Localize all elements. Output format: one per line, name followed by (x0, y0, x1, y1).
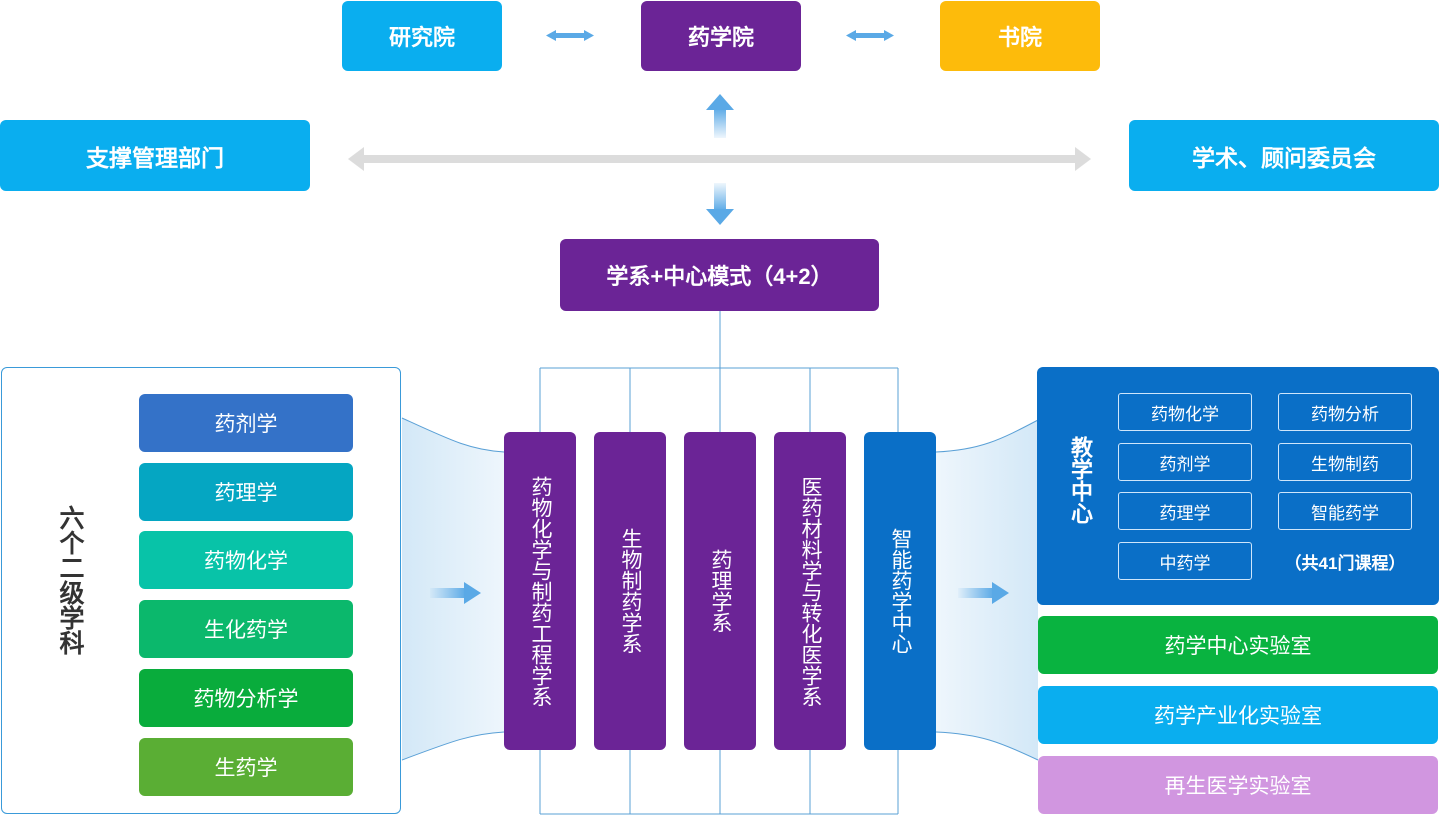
right-arrow-right-funnel (958, 582, 1009, 604)
discipline-item: 药物化学 (139, 531, 353, 589)
right-arrow-left-funnel (430, 582, 481, 604)
discipline-item: 生化药学 (139, 600, 353, 658)
long-double-arrow (348, 147, 1091, 171)
committee-box: 学术、顾问委员会 (1129, 120, 1439, 191)
discipline-item: 药物分析学 (139, 669, 353, 727)
department-box: 生物制药学系 (594, 432, 666, 750)
model-label: 学系+中心模式（4+2） (606, 264, 833, 289)
department-connectors (539, 311, 899, 815)
committee-label: 学术、顾问委员会 (1192, 144, 1376, 171)
double-arrow-left (546, 30, 594, 41)
pharmacy-school-box: 药学院 (641, 1, 801, 71)
academy-box: 书院 (940, 1, 1100, 71)
center-box: 智能药学中心 (864, 432, 936, 750)
course-item: 药物化学 (1118, 393, 1252, 431)
lab-box: 药学中心实验室 (1038, 616, 1438, 674)
research-institute-box: 研究院 (342, 1, 502, 71)
course-item: 中药学 (1118, 542, 1252, 580)
support-dept-box: 支撑管理部门 (0, 120, 310, 191)
course-item: 药物分析 (1278, 393, 1412, 431)
teaching-center-panel (1037, 367, 1439, 605)
model-box: 学系+中心模式（4+2） (560, 239, 879, 311)
course-item: 生物制药 (1278, 443, 1412, 481)
discipline-item: 药剂学 (139, 394, 353, 452)
double-arrow-right (846, 30, 894, 41)
pharmacy-school-label: 药学院 (687, 25, 754, 50)
course-count: （共41门课程） (1284, 553, 1406, 573)
department-box: 药理学系 (684, 432, 756, 750)
lab-box: 再生医学实验室 (1038, 756, 1438, 814)
department-box: 药物化学与制药工程学系 (504, 432, 576, 750)
course-item: 智能药学 (1278, 492, 1412, 530)
academy-label: 书院 (997, 25, 1042, 50)
course-item: 药剂学 (1118, 443, 1252, 481)
disciplines-title: 六个二级学科 (56, 505, 84, 655)
lab-box: 药学产业化实验室 (1038, 686, 1438, 744)
discipline-item: 生药学 (139, 738, 353, 796)
discipline-item: 药理学 (139, 463, 353, 521)
teaching-center-title: 教学中心 (1068, 436, 1093, 524)
support-dept-label: 支撑管理部门 (86, 144, 224, 171)
department-box: 医药材料学与转化医学系 (774, 432, 846, 750)
down-arrow (706, 183, 734, 225)
research-institute-label: 研究院 (388, 25, 455, 50)
up-arrow (706, 94, 734, 138)
course-item: 药理学 (1118, 492, 1252, 530)
